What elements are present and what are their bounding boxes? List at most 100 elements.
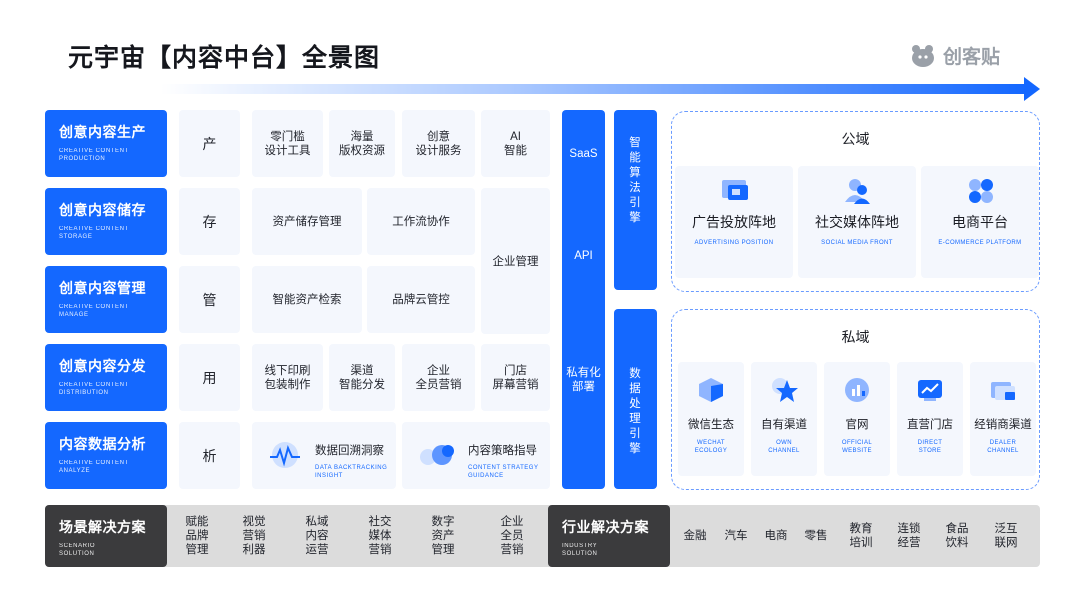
card-subtitle: DIRECT STORE bbox=[917, 440, 943, 454]
industry-item: 连锁 经营 bbox=[897, 523, 921, 549]
industry-item: 金融 bbox=[683, 530, 707, 542]
logo-text: 创客贴 bbox=[943, 47, 1001, 68]
cell-asset-storage: 资产储存管理 bbox=[252, 188, 362, 255]
cell-store-screen: 门店 屏幕营销 bbox=[481, 344, 550, 411]
analysis-title: 数据回溯洞察 bbox=[315, 445, 384, 457]
page-title: 元宇宙【内容中台】全景图 bbox=[68, 44, 381, 72]
row-key: 析 bbox=[179, 422, 240, 489]
star-icon bbox=[770, 376, 798, 404]
deploy-api: API bbox=[574, 250, 593, 262]
industry-item: 零售 bbox=[804, 530, 828, 542]
card-title: 官网 bbox=[845, 419, 869, 431]
progress-arrow-bar bbox=[160, 84, 1028, 94]
deploy-saas: SaaS bbox=[569, 148, 598, 160]
website-chart-icon bbox=[843, 376, 871, 404]
wechat-cube-icon bbox=[697, 376, 725, 404]
private-domain-box: 私域 微信生态 WECHAT ECOLOGY 自有渠道 OWN CHANNEL bbox=[671, 309, 1040, 490]
cell-design-tool: 零门槛 设计工具 bbox=[252, 110, 323, 177]
card-subtitle: ADVERTISING POSITION bbox=[694, 240, 774, 246]
deploy-private: 私有化部署 bbox=[566, 367, 601, 393]
card-title: 社交媒体阵地 bbox=[815, 214, 899, 230]
public-domain-box: 公域 广告投放阵地 ADVERTISING POSITION 社交媒体阵地 SO… bbox=[671, 111, 1040, 292]
cell-asset-search: 智能资产检索 bbox=[252, 266, 362, 333]
card-subtitle: OFFICIAL WEBSITE bbox=[841, 440, 873, 454]
card-title: 广告投放阵地 bbox=[692, 214, 776, 230]
row-key: 存 bbox=[179, 188, 240, 255]
analysis-title: 内容策略指导 bbox=[468, 445, 537, 457]
scenario-item: 视觉 营销 利器 bbox=[242, 516, 266, 556]
ad-screen-icon bbox=[720, 176, 750, 206]
tag-title: 场景解决方案 bbox=[59, 519, 146, 535]
row-key: 管 bbox=[179, 266, 240, 333]
cell-design-service: 创意 设计服务 bbox=[402, 110, 475, 177]
scenario-item: 私域 内容 运营 bbox=[305, 516, 329, 556]
industry-item: 汽车 bbox=[724, 530, 748, 542]
card-title: 微信生态 bbox=[688, 419, 734, 431]
card-subtitle: OWN CHANNEL bbox=[768, 440, 800, 454]
card-subtitle: E-COMMERCE PLATFORM bbox=[938, 240, 1022, 246]
cell-workflow: 工作流协作 bbox=[367, 188, 475, 255]
row-title: 内容数据分析 bbox=[59, 436, 146, 452]
dealer-layers-icon bbox=[989, 376, 1017, 404]
card-title: 经销商渠道 bbox=[974, 419, 1032, 431]
private-card-own-channel: 自有渠道 OWN CHANNEL bbox=[751, 362, 817, 476]
cell-ai: AI 智能 bbox=[481, 110, 550, 177]
data-engine: 数据处理引擎 bbox=[614, 309, 657, 489]
logo-icon bbox=[910, 44, 938, 68]
scenario-item: 赋能 品牌 管理 bbox=[185, 516, 209, 556]
public-domain-title: 公域 bbox=[841, 131, 870, 147]
private-card-wechat: 微信生态 WECHAT ECOLOGY bbox=[678, 362, 744, 476]
industry-item: 教育 培训 bbox=[849, 523, 873, 549]
private-card-website: 官网 OFFICIAL WEBSITE bbox=[824, 362, 890, 476]
cell-offline-print: 线下印刷 包装制作 bbox=[252, 344, 323, 411]
algorithm-engine: 智能算法引擎 bbox=[614, 110, 657, 290]
card-title: 自有渠道 bbox=[761, 419, 807, 431]
card-title: 直营门店 bbox=[907, 419, 953, 431]
card-subtitle: DEALER CHANNEL bbox=[987, 440, 1019, 454]
industry-item: 泛互 联网 bbox=[994, 523, 1018, 549]
industry-item: 食品 饮料 bbox=[945, 523, 969, 549]
row-title: 创意内容储存 bbox=[59, 202, 146, 218]
cell-brand-cloud: 品牌云管控 bbox=[367, 266, 475, 333]
row-key: 产 bbox=[179, 110, 240, 177]
private-domain-title: 私域 bbox=[841, 329, 870, 345]
tag-title: 行业解决方案 bbox=[562, 519, 649, 535]
ecommerce-grid-icon bbox=[966, 176, 996, 206]
card-subtitle: SOCIAL MEDIA FRONT bbox=[821, 240, 893, 246]
row-title: 创意内容管理 bbox=[59, 280, 146, 296]
strategy-dots-icon bbox=[418, 440, 458, 470]
pulse-chart-icon bbox=[268, 440, 302, 470]
private-card-store: 直营门店 DIRECT STORE bbox=[897, 362, 963, 476]
algorithm-engine-label: 智能算法引擎 bbox=[629, 137, 641, 224]
scenario-item: 企业 全员 营销 bbox=[500, 516, 524, 556]
card-subtitle: WECHAT ECOLOGY bbox=[694, 440, 728, 454]
scenario-item: 数字 资产 管理 bbox=[431, 516, 455, 556]
private-card-dealer: 经销商渠道 DEALER CHANNEL bbox=[970, 362, 1036, 476]
scenario-item: 社交 媒体 营销 bbox=[368, 516, 392, 556]
public-card-ecommerce: 电商平台 E-COMMERCE PLATFORM bbox=[921, 166, 1039, 278]
industry-item: 电商 bbox=[764, 530, 788, 542]
public-card-social: 社交媒体阵地 SOCIAL MEDIA FRONT bbox=[798, 166, 916, 278]
